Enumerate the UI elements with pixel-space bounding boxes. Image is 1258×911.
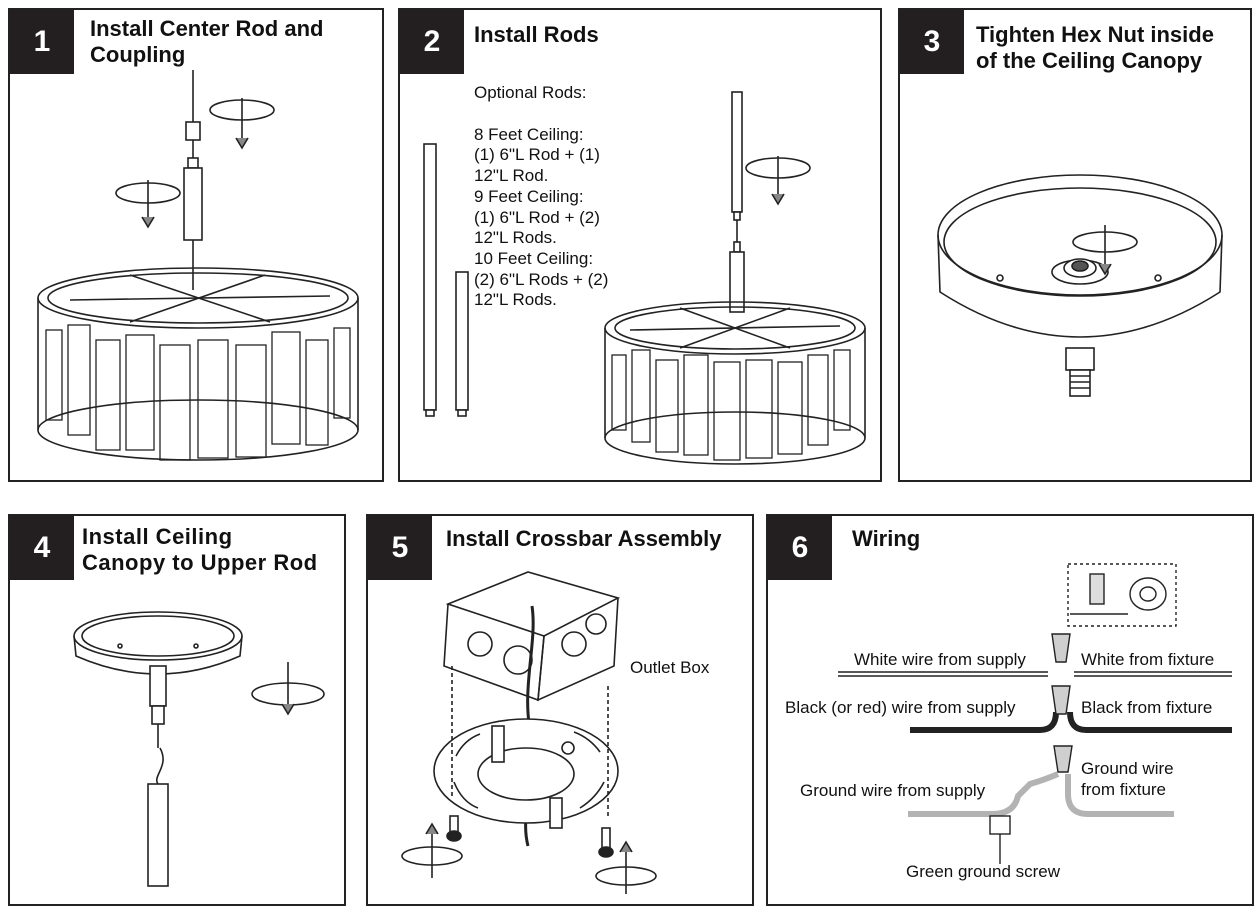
- crossbar-assembly-illustration: [401, 571, 657, 894]
- green-screw-label: Green ground screw: [906, 862, 1061, 881]
- black-supply-label: Black (or red) wire from supply: [785, 698, 1016, 717]
- step-title: Tighten Hex Nut inside of the Ceiling Ca…: [976, 22, 1214, 74]
- ceiling-canopy-illustration: [73, 611, 325, 887]
- step-title: Install Rods: [474, 22, 599, 47]
- ground-fixture-label: Ground wire from fixture: [1081, 758, 1174, 800]
- white-supply-label: White wire from supply: [854, 650, 1026, 669]
- rods-line: 12"L Rods.: [474, 290, 557, 310]
- ground-fixture-line: Ground wire: [1081, 759, 1174, 778]
- rods-heading: Optional Rods:: [474, 83, 587, 102]
- step-title: Install Crossbar Assembly: [446, 526, 722, 551]
- step-number: 6: [768, 516, 832, 580]
- step-5-panel: 5 Install Crossbar Assembly Outlet Box: [366, 514, 754, 906]
- rods-line: 12"L Rod.: [474, 166, 549, 186]
- rods-line: (1) 6"L Rod + (2): [474, 207, 600, 227]
- optional-rods-text: Optional Rods: 8 Feet Ceiling: (1) 6"L R…: [474, 83, 608, 311]
- step-number: 1: [10, 10, 74, 74]
- wiring-illustration: [838, 563, 1232, 864]
- rods-illustration: [423, 91, 866, 465]
- step-number: 5: [368, 516, 432, 580]
- step-number: 3: [900, 10, 964, 74]
- ground-fixture-line: from fixture: [1081, 780, 1167, 799]
- rods-line: 10 Feet Ceiling:: [474, 248, 594, 268]
- step-title-line: of the Ceiling Canopy: [976, 48, 1203, 73]
- white-fixture-label: White from fixture: [1081, 650, 1215, 669]
- step-title-line: Coupling: [90, 42, 186, 67]
- step-title-line: Canopy to Upper Rod: [82, 550, 318, 575]
- step-6-panel: 6 Wiring: [766, 514, 1254, 906]
- step-title: Install Ceiling Canopy to Upper Rod: [82, 524, 318, 576]
- chandelier-rod-illustration: [37, 70, 359, 461]
- step-number: 2: [400, 10, 464, 74]
- step-title-line: Tighten Hex Nut inside: [976, 22, 1214, 47]
- black-fixture-label: Black from fixture: [1081, 698, 1213, 717]
- ground-supply-label: Ground wire from supply: [800, 781, 986, 800]
- step-title-line: Install Ceiling: [82, 524, 233, 549]
- step-title-line: Install Center Rod and: [90, 16, 324, 41]
- step-2-panel: 2 Install Rods Optional Rods: 8 Feet Cei…: [398, 8, 882, 482]
- step-number: 4: [10, 516, 74, 580]
- outlet-box-label: Outlet Box: [630, 658, 710, 677]
- rods-line: 8 Feet Ceiling:: [474, 124, 584, 144]
- canopy-hex-nut-illustration: [937, 174, 1223, 397]
- rods-line: 9 Feet Ceiling:: [474, 186, 584, 206]
- step-title: Wiring: [852, 526, 921, 551]
- step-3-panel: 3 Tighten Hex Nut inside of the Ceiling …: [898, 8, 1252, 482]
- rods-line: (1) 6"L Rod + (1): [474, 145, 600, 165]
- step-1-panel: 1 Install Center Rod and Coupling: [8, 8, 384, 482]
- step-title: Install Center Rod and Coupling: [90, 16, 323, 68]
- step-4-panel: 4 Install Ceiling Canopy to Upper Rod: [8, 514, 346, 906]
- rods-line: (2) 6"L Rods + (2): [474, 269, 609, 289]
- rods-line: 12"L Rods.: [474, 228, 557, 248]
